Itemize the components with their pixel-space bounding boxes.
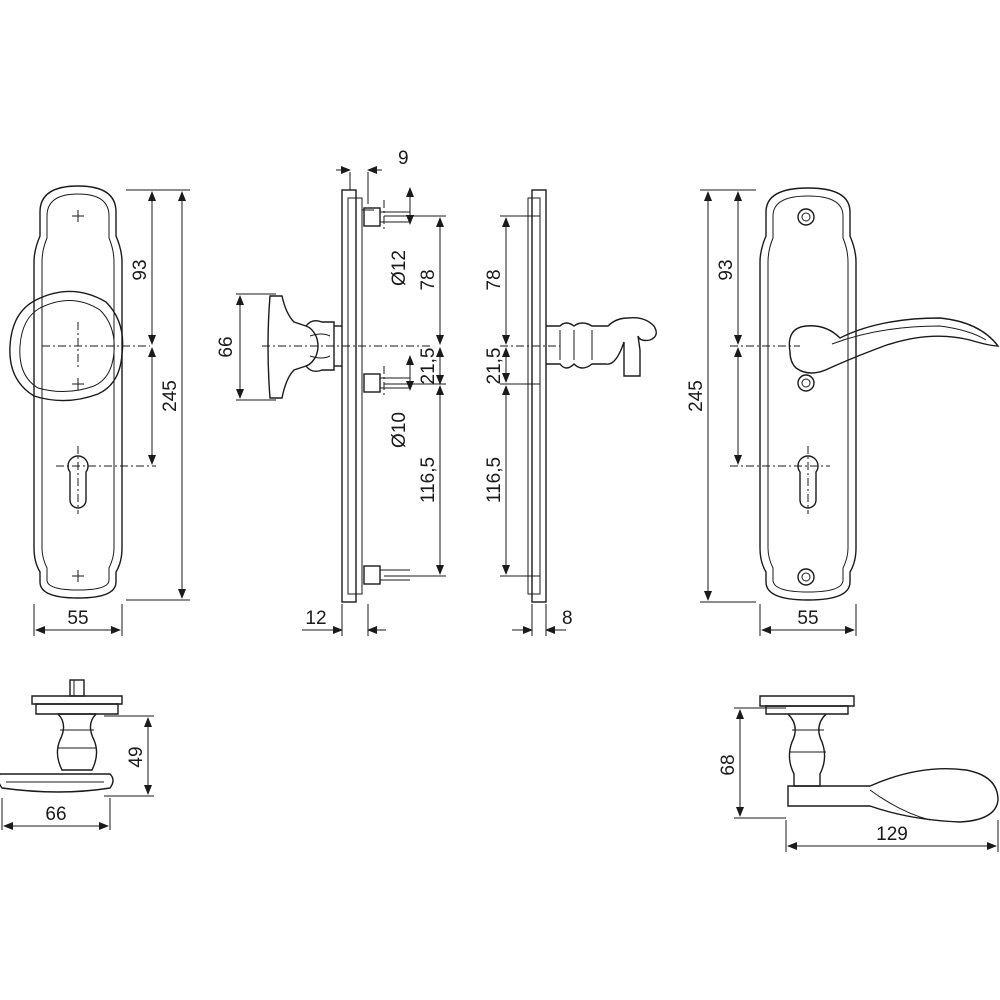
lever-handle-front xyxy=(788,317,1000,374)
dim-knob-plate-width: 55 xyxy=(35,608,121,634)
dim-21-5-lever-label: 21,5 xyxy=(484,348,505,385)
dim-116-5-label: 116,5 xyxy=(418,457,439,503)
dim-66-top-label: 66 xyxy=(45,804,66,825)
knob-top-view xyxy=(0,679,123,793)
lever-top-handle xyxy=(787,768,999,823)
lever-side-plate xyxy=(531,189,547,603)
lever-side-dimensions: 78 21,5 116,5 8 xyxy=(484,215,573,636)
lever-plate-inner-outline xyxy=(767,195,849,593)
dim-49-label: 49 xyxy=(126,746,147,767)
keyhole-lever xyxy=(797,455,819,509)
knob-top-dimensions: 49 66 xyxy=(1,715,154,830)
knob-side-profile xyxy=(267,295,319,399)
dim-66-label: 66 xyxy=(216,336,237,357)
dim-116-5-lever-label: 116,5 xyxy=(484,457,505,503)
knob-top-base xyxy=(0,773,114,793)
lever-top-dimensions: 68 129 xyxy=(718,707,999,852)
dim-12-label: 12 xyxy=(305,608,326,629)
dim-21-5-label: 21,5 xyxy=(418,348,439,385)
knob-plate-inner-outline xyxy=(41,193,115,591)
knob-side-dimensions: 9 Ø12 78 21,5 Ø10 116,5 66 12 xyxy=(216,148,446,636)
lever-side-profile xyxy=(546,316,657,377)
lever-side-view xyxy=(500,189,657,603)
screw-bottom xyxy=(797,568,815,586)
dim-8-label: 8 xyxy=(562,608,573,629)
dim-245-lever-label: 245 xyxy=(686,380,707,412)
knob-plate-outline xyxy=(33,185,123,599)
dim-68-label: 68 xyxy=(718,754,739,775)
side-plate xyxy=(341,189,357,603)
lever-top-view xyxy=(759,695,999,823)
keyhole xyxy=(67,455,89,509)
screw-top xyxy=(797,208,815,226)
dim-dia12-label: Ø12 xyxy=(389,250,410,286)
knob-side-view xyxy=(262,189,430,603)
screw-boss-upper xyxy=(363,207,381,227)
dim-9-label: 9 xyxy=(398,148,409,169)
dim-93-label: 93 xyxy=(130,259,151,280)
screw-boss-lower xyxy=(363,373,381,393)
lever-plate-dimensions: 93 245 55 xyxy=(686,189,857,636)
knob-plate-front-view xyxy=(9,185,156,599)
dim-knob-plate-upper: 93 xyxy=(130,191,156,465)
dim-55-lever-label: 55 xyxy=(797,608,818,629)
dim-78-label: 78 xyxy=(418,269,439,290)
dim-245-label: 245 xyxy=(160,380,181,412)
knob-top-neck xyxy=(56,713,98,771)
dim-55-label: 55 xyxy=(67,608,88,629)
dim-129-label: 129 xyxy=(876,824,908,845)
dim-dia10-label: Ø10 xyxy=(389,412,410,448)
knob-plate-extension-lines xyxy=(33,189,190,636)
screw-middle xyxy=(797,374,815,392)
lever-top-neck xyxy=(787,713,827,787)
dim-knob-plate-height: 245 xyxy=(160,191,186,599)
dim-93-lever-label: 93 xyxy=(716,259,737,280)
screw-boss-bottom xyxy=(363,565,381,585)
dim-78-lever-label: 78 xyxy=(484,269,505,290)
knob-rose-inner xyxy=(19,299,115,392)
lever-plate-outline xyxy=(759,187,857,601)
lever-plate-front-view xyxy=(730,187,1000,601)
knob-rose-outer xyxy=(9,290,124,402)
